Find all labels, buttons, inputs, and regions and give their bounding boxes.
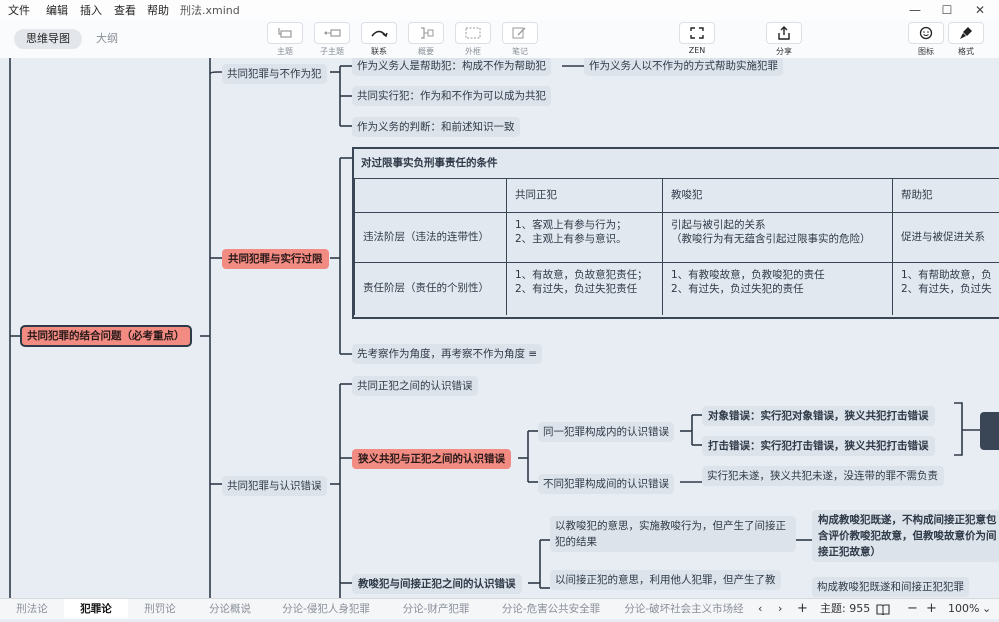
table-header: 教唆犯 — [662, 178, 892, 212]
table-header-empty — [354, 178, 506, 212]
relation-curve-icon — [361, 22, 397, 44]
zen-button[interactable]: ZEN — [677, 22, 717, 56]
topic-b3-c3[interactable]: 教唆犯与间接正犯之间的认识错误 — [352, 574, 522, 594]
topic-b1-c2[interactable]: 共同实行犯：作为和不作为可以成为共犯 — [352, 86, 551, 106]
menu-insert[interactable]: 插入 — [80, 4, 102, 17]
sheet-tab[interactable]: 分论-侵犯人身犯罪 — [282, 603, 370, 615]
sheet-tab[interactable]: 分论-破坏社会主义市场经 — [624, 603, 744, 615]
menu-file[interactable]: 文件 — [8, 4, 30, 17]
topic-b3-c2[interactable]: 狭义共犯与正犯之间的认识错误 — [352, 449, 511, 469]
topic-b3-c3a[interactable]: 以教唆犯的意思，实施教唆行为，但产生了间接正犯的结果 — [550, 516, 796, 552]
map-book-icon[interactable] — [876, 599, 890, 619]
file-name: 刑法.xmind — [180, 4, 240, 17]
table-cell: 1、有教唆故意，负教唆犯的责任 2、有过失，负过失犯的责任 — [662, 262, 892, 315]
collapsed-node[interactable] — [980, 412, 999, 450]
topic-b3-c1[interactable]: 共同正犯之间的认识错误 — [352, 376, 478, 396]
note-pencil-icon — [502, 22, 538, 44]
topic-button[interactable]: 主题 — [265, 22, 305, 56]
zoom-in-button[interactable]: + — [926, 601, 937, 616]
fullscreen-icon — [679, 22, 715, 44]
maximize-button[interactable]: ☐ — [941, 3, 953, 17]
condition-table[interactable]: 对过限事实负刑事责任的条件 共同正犯 教唆犯 帮助犯 违法阶层（违法的连带性） … — [352, 147, 999, 319]
table-cell: 引起与被引起的关系 （教唆行为有无蕴含引起过限事实的危险） — [662, 212, 892, 262]
close-button[interactable]: ✕ — [974, 3, 986, 17]
zoom-level[interactable]: 100% — [948, 602, 980, 615]
prev-sheet-button[interactable]: ‹ — [758, 602, 763, 615]
summary-button[interactable]: 概要 — [406, 22, 446, 56]
tab-mindmap[interactable]: 思维导图 — [14, 29, 82, 49]
topic-count: 主题: 955 — [820, 602, 871, 615]
table-cell: 促进与被促进关系 — [892, 212, 999, 262]
menu-help[interactable]: 帮助 — [147, 4, 169, 17]
summary-icon — [408, 22, 444, 44]
topic-b1-c1[interactable]: 作为义务人是帮助犯：构成不作为帮助犯 — [352, 58, 551, 76]
table-cell: 1、客观上有参与行为； 2、主观上有参与意识。 — [506, 212, 662, 262]
sheet-tab[interactable]: 分论概说 — [209, 603, 251, 615]
sheet-tab[interactable]: 刑罚论 — [144, 603, 176, 615]
tab-outline[interactable]: 大纲 — [96, 32, 118, 45]
table-cell: 1、有故意，负故意犯责任； 2、有过失，负过失犯责任 — [506, 262, 662, 315]
smiley-icon — [908, 22, 944, 44]
toolbar: 思维导图 大纲 主题 子主题 联系 概要 外框 笔记 ZEN 分享 图标 格式 — [0, 20, 999, 59]
sheet-tab[interactable]: 刑法论 — [16, 603, 48, 615]
menu-edit[interactable]: 编辑 — [46, 4, 68, 17]
topic-b3-c2b[interactable]: 不同犯罪构成间的认识错误 — [538, 474, 674, 494]
topic-b2-note[interactable]: 先考察作为角度，再考察不作为角度 ≡ — [352, 344, 543, 364]
menu-view[interactable]: 查看 — [114, 4, 136, 17]
mindmap-canvas[interactable]: 共同犯罪的结合问题（必考重点） 共同犯罪与不作为犯 作为义务人是帮助犯：构成不作… — [0, 58, 999, 598]
topic-b3-c3b1[interactable]: 构成教唆犯既遂和间接正犯犯罪 — [812, 577, 969, 597]
subtopic-icon — [314, 22, 350, 44]
topic-b3[interactable]: 共同犯罪与认识错误 — [222, 476, 327, 496]
zoom-out-button[interactable]: − — [907, 601, 918, 616]
sheet-tab-active[interactable]: 犯罪论 — [64, 599, 128, 619]
sheet-tab[interactable]: 分论-危害公共安全罪 — [501, 603, 601, 615]
topic-b1-c3[interactable]: 作为义务的判断：和前述知识一致 — [352, 117, 520, 137]
topic-b3-c3a1[interactable]: 构成教唆犯既遂，不构成间接正犯意包含评价教唆犯故意，但教唆故意价为间接正犯故意） — [812, 510, 999, 562]
subtopic-button[interactable]: 子主题 — [312, 22, 352, 56]
table-header: 共同正犯 — [506, 178, 662, 212]
topic-b1[interactable]: 共同犯罪与不作为犯 — [222, 64, 327, 84]
format-button[interactable]: 格式 — [946, 22, 986, 56]
topic-b3-c2a1[interactable]: 对象错误：实行犯对象错误，狭义共犯打击错误 — [702, 406, 935, 426]
sheet-tab-bar: 刑法论 犯罪论 刑罚论 分论概说 分论-侵犯人身犯罪 分论-财产犯罪 分论-危害… — [0, 598, 999, 619]
add-sheet-button[interactable]: + — [797, 601, 808, 616]
topic-b3-c2a2[interactable]: 打击错误：实行犯打击错误，狭义共犯打击错误 — [702, 436, 935, 456]
sheet-tab[interactable]: 分论-财产犯罪 — [402, 603, 470, 615]
topic-icon — [267, 22, 303, 44]
topic-b3-c2b1[interactable]: 实行犯未遂，狭义共犯未遂，没连带的罪不需负责 — [702, 466, 944, 486]
table-cell: 违法阶层（违法的连带性） — [354, 212, 506, 262]
table-title: 对过限事实负刑事责任的条件 — [361, 157, 498, 169]
topic-b3-c2a[interactable]: 同一犯罪构成内的认识错误 — [538, 422, 674, 442]
minimize-button[interactable]: — — [909, 3, 921, 17]
brush-icon — [948, 22, 984, 44]
boundary-button[interactable]: 外框 — [453, 22, 493, 56]
share-icon — [766, 22, 802, 44]
topic-b1-c1a[interactable]: 作为义务人以不作为的方式帮助实施犯罪 — [584, 58, 783, 76]
relation-button[interactable]: 联系 — [359, 22, 399, 56]
topic-b3-c3b[interactable]: 以间接正犯的意思，利用他人犯罪，但产生了教 — [550, 570, 781, 590]
root-topic[interactable]: 共同犯罪的结合问题（必考重点） — [20, 325, 192, 347]
boundary-icon — [455, 22, 491, 44]
table-cell: 1、有帮助故意，负 2、有过失，负过失 — [892, 262, 999, 315]
icons-button[interactable]: 图标 — [906, 22, 946, 56]
next-sheet-button[interactable]: › — [778, 602, 783, 615]
note-button[interactable]: 笔记 — [500, 22, 540, 56]
share-button[interactable]: 分享 — [764, 22, 804, 56]
note-lines-icon: ≡ — [528, 348, 538, 360]
menu-bar: 文件 编辑 插入 查看 帮助 刑法.xmind — ☐ ✕ — [0, 0, 999, 20]
connector-lines — [9, 58, 999, 598]
table-header: 帮助犯 — [892, 178, 999, 212]
topic-b2[interactable]: 共同犯罪与实行过限 — [222, 249, 329, 269]
table-cell: 责任阶层（责任的个别性） — [354, 262, 506, 315]
chevron-down-icon[interactable]: ⌄ — [982, 602, 992, 615]
